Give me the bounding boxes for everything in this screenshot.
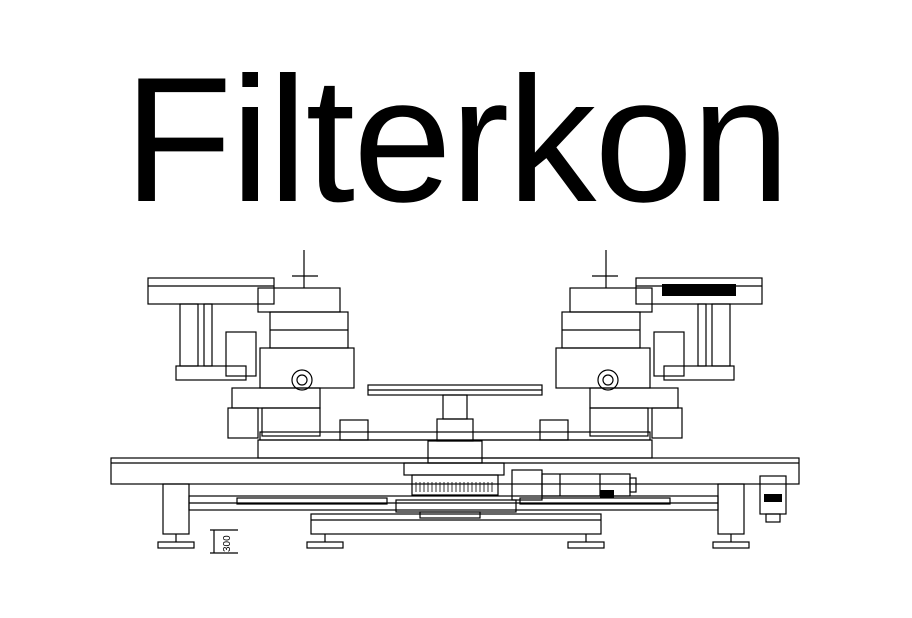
gear-pattern [415, 482, 493, 492]
leveling-feet [157, 534, 750, 549]
cable-box [759, 475, 787, 523]
base-frame [110, 457, 800, 535]
dimension-label: 300 [222, 535, 233, 552]
linear-rail [257, 419, 653, 459]
motor-terminal [600, 490, 614, 498]
left-station [147, 250, 355, 439]
right-station [555, 250, 763, 439]
cable-box-detail [764, 494, 782, 502]
brand-wordmark: Filterkon [123, 40, 791, 239]
rotary-table [367, 384, 543, 519]
display-panel [662, 284, 736, 296]
dimension-marker [210, 529, 238, 554]
